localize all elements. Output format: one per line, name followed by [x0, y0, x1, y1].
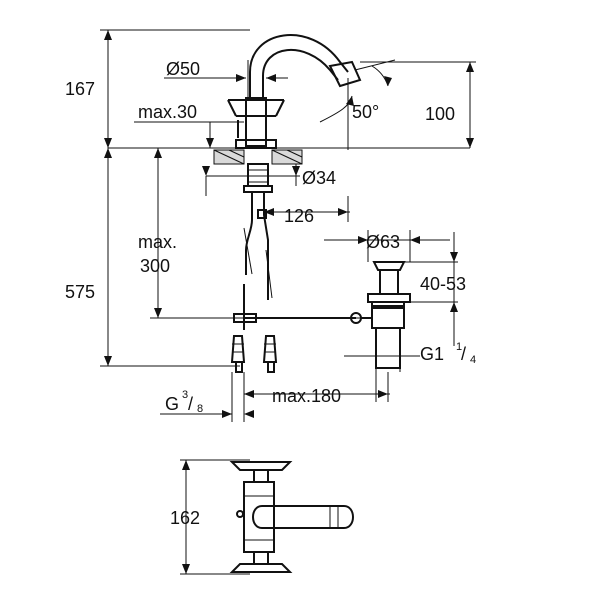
label-167: 167 [65, 79, 95, 99]
label-max180: max.180 [272, 386, 341, 406]
counter-section [108, 147, 470, 193]
label-g38: G [165, 394, 179, 414]
faucet-front-view [227, 34, 362, 149]
label-g1-den: 4 [470, 354, 476, 366]
label-d63: Ø63 [366, 232, 400, 252]
label-d50: Ø50 [166, 59, 200, 79]
label-575: 575 [65, 282, 95, 302]
dimension-labels: 167 Ø50 max.30 100 50° Ø34 126 Ø63 max. … [65, 59, 476, 415]
label-g1: G1 [420, 344, 444, 364]
label-g38-num: 3 [182, 389, 188, 401]
label-max30: max.30 [138, 102, 197, 122]
faucet-top-view: 162 [170, 459, 354, 575]
supply-hoses [243, 192, 273, 300]
dimensions-front [100, 29, 476, 422]
label-126: 126 [284, 206, 314, 226]
connection-nipples [230, 335, 278, 373]
popup-waste [360, 261, 411, 369]
label-162: 162 [170, 508, 200, 528]
label-40-53: 40-53 [420, 274, 466, 294]
label-300: 300 [140, 256, 170, 276]
popup-linkage [150, 284, 362, 330]
label-d34: Ø34 [302, 168, 336, 188]
label-50deg: 50° [352, 102, 379, 122]
label-100: 100 [425, 104, 455, 124]
label-g1-num: 1 [456, 341, 462, 353]
label-max: max. [138, 232, 177, 252]
label-g38-den: 8 [197, 403, 203, 415]
label-g38-slash: / [188, 394, 193, 414]
label-g1-slash: / [461, 344, 466, 364]
